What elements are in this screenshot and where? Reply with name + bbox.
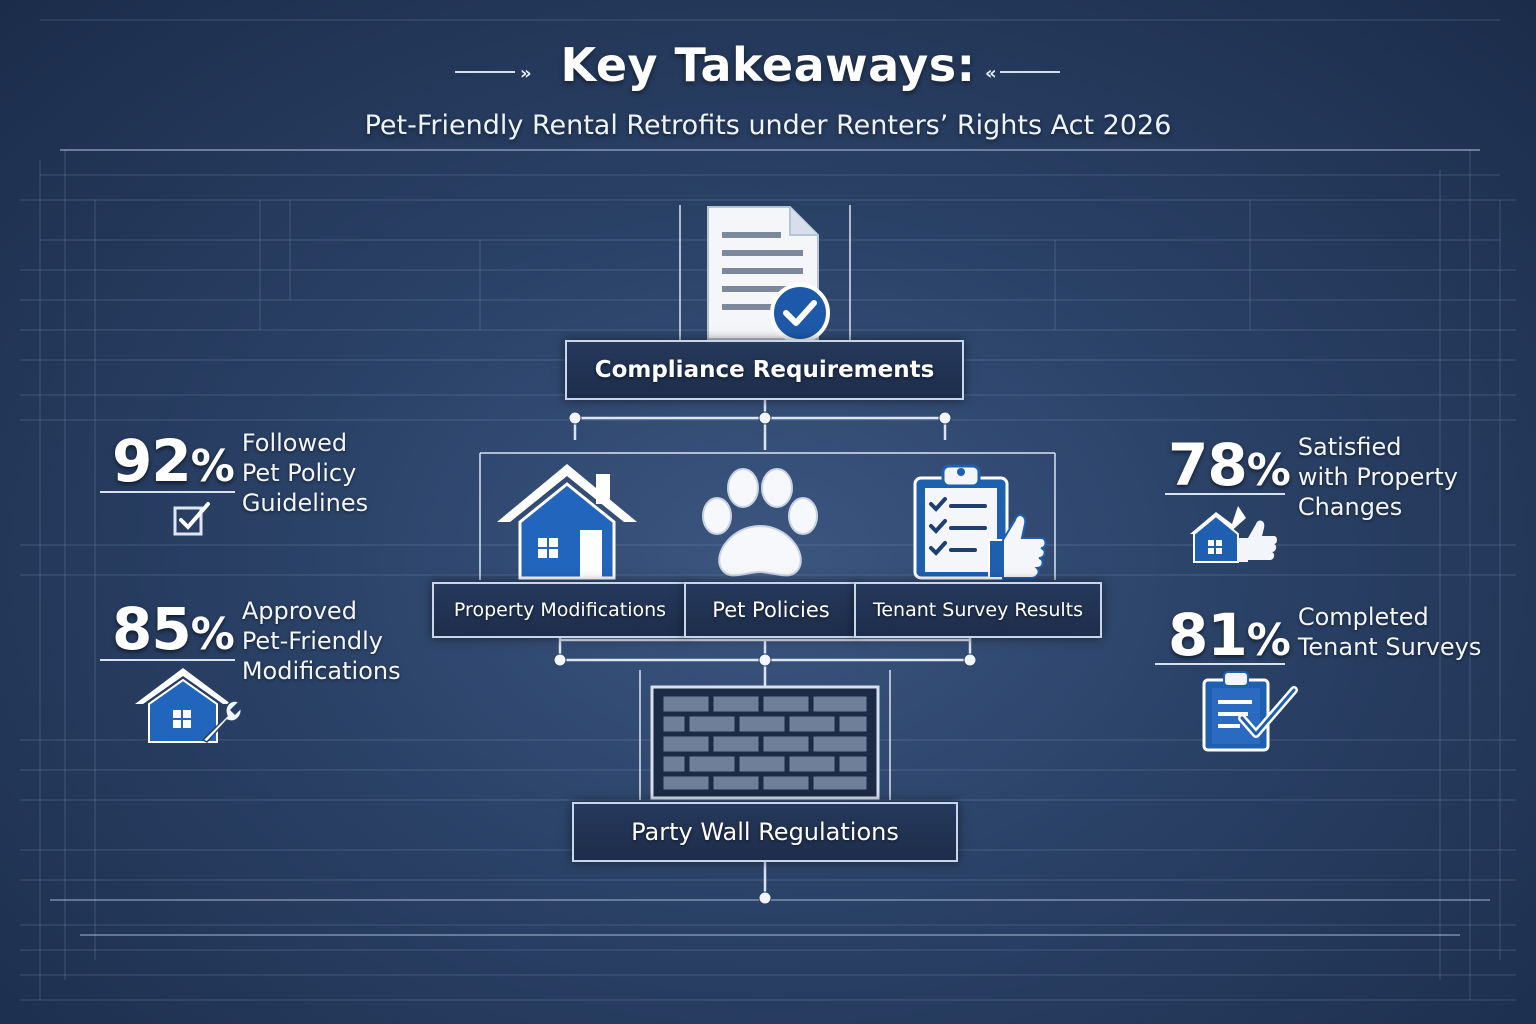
compliance-requirements-node: Compliance Requirements bbox=[565, 340, 964, 400]
stat-percent: 85% bbox=[112, 595, 235, 663]
page-title: Key Takeaways: bbox=[560, 38, 976, 92]
stat-followed-pet-policy: 92% Followed Pet Policy Guidelines bbox=[112, 427, 368, 518]
clipboard-check-icon bbox=[1200, 668, 1300, 752]
document-check-icon bbox=[690, 205, 840, 345]
clipboard-thumbs-up-icon bbox=[905, 460, 1050, 582]
pet-policies-node: Pet Policies bbox=[684, 582, 858, 638]
stat-label: Approved Pet-Friendly Modifications bbox=[241, 597, 401, 685]
stat-label: Satisfied with Property Changes bbox=[1297, 433, 1458, 521]
checkbox-icon bbox=[172, 500, 212, 536]
stat-label: Followed Pet Policy Guidelines bbox=[241, 429, 369, 517]
svg-text:»: » bbox=[520, 63, 532, 84]
party-wall-regulations-node: Party Wall Regulations bbox=[572, 802, 958, 862]
stat-percent: 78% bbox=[1168, 431, 1291, 499]
svg-text:«: « bbox=[985, 63, 997, 84]
brick-wall-icon bbox=[650, 685, 880, 800]
compliance-requirements-label: Compliance Requirements bbox=[594, 357, 935, 383]
stat-percent: 92% bbox=[112, 427, 235, 495]
pet-policies-label: Pet Policies bbox=[712, 598, 830, 622]
house-thumbs-up-icon bbox=[1186, 498, 1281, 564]
tenant-survey-results-node: Tenant Survey Results bbox=[854, 582, 1102, 638]
stat-approved-modifications: 85% Approved Pet-Friendly Modifications bbox=[112, 595, 401, 686]
stat-completed-surveys: 81% Completed Tenant Surveys bbox=[1168, 601, 1481, 670]
house-wrench-icon bbox=[133, 664, 243, 744]
stat-percent: 81% bbox=[1168, 601, 1291, 669]
tenant-survey-results-label: Tenant Survey Results bbox=[872, 599, 1084, 621]
page-subtitle: Pet-Friendly Rental Retrofits under Rent… bbox=[364, 110, 1172, 141]
stat-label: Completed Tenant Surveys bbox=[1297, 603, 1482, 661]
property-modifications-label: Property Modifications bbox=[453, 599, 667, 621]
house-icon bbox=[492, 460, 642, 580]
paw-print-icon bbox=[695, 468, 825, 583]
property-modifications-node: Property Modifications bbox=[432, 582, 688, 638]
stat-satisfied-property-changes: 78% Satisfied with Property Changes bbox=[1168, 431, 1458, 522]
party-wall-regulations-label: Party Wall Regulations bbox=[631, 818, 899, 846]
